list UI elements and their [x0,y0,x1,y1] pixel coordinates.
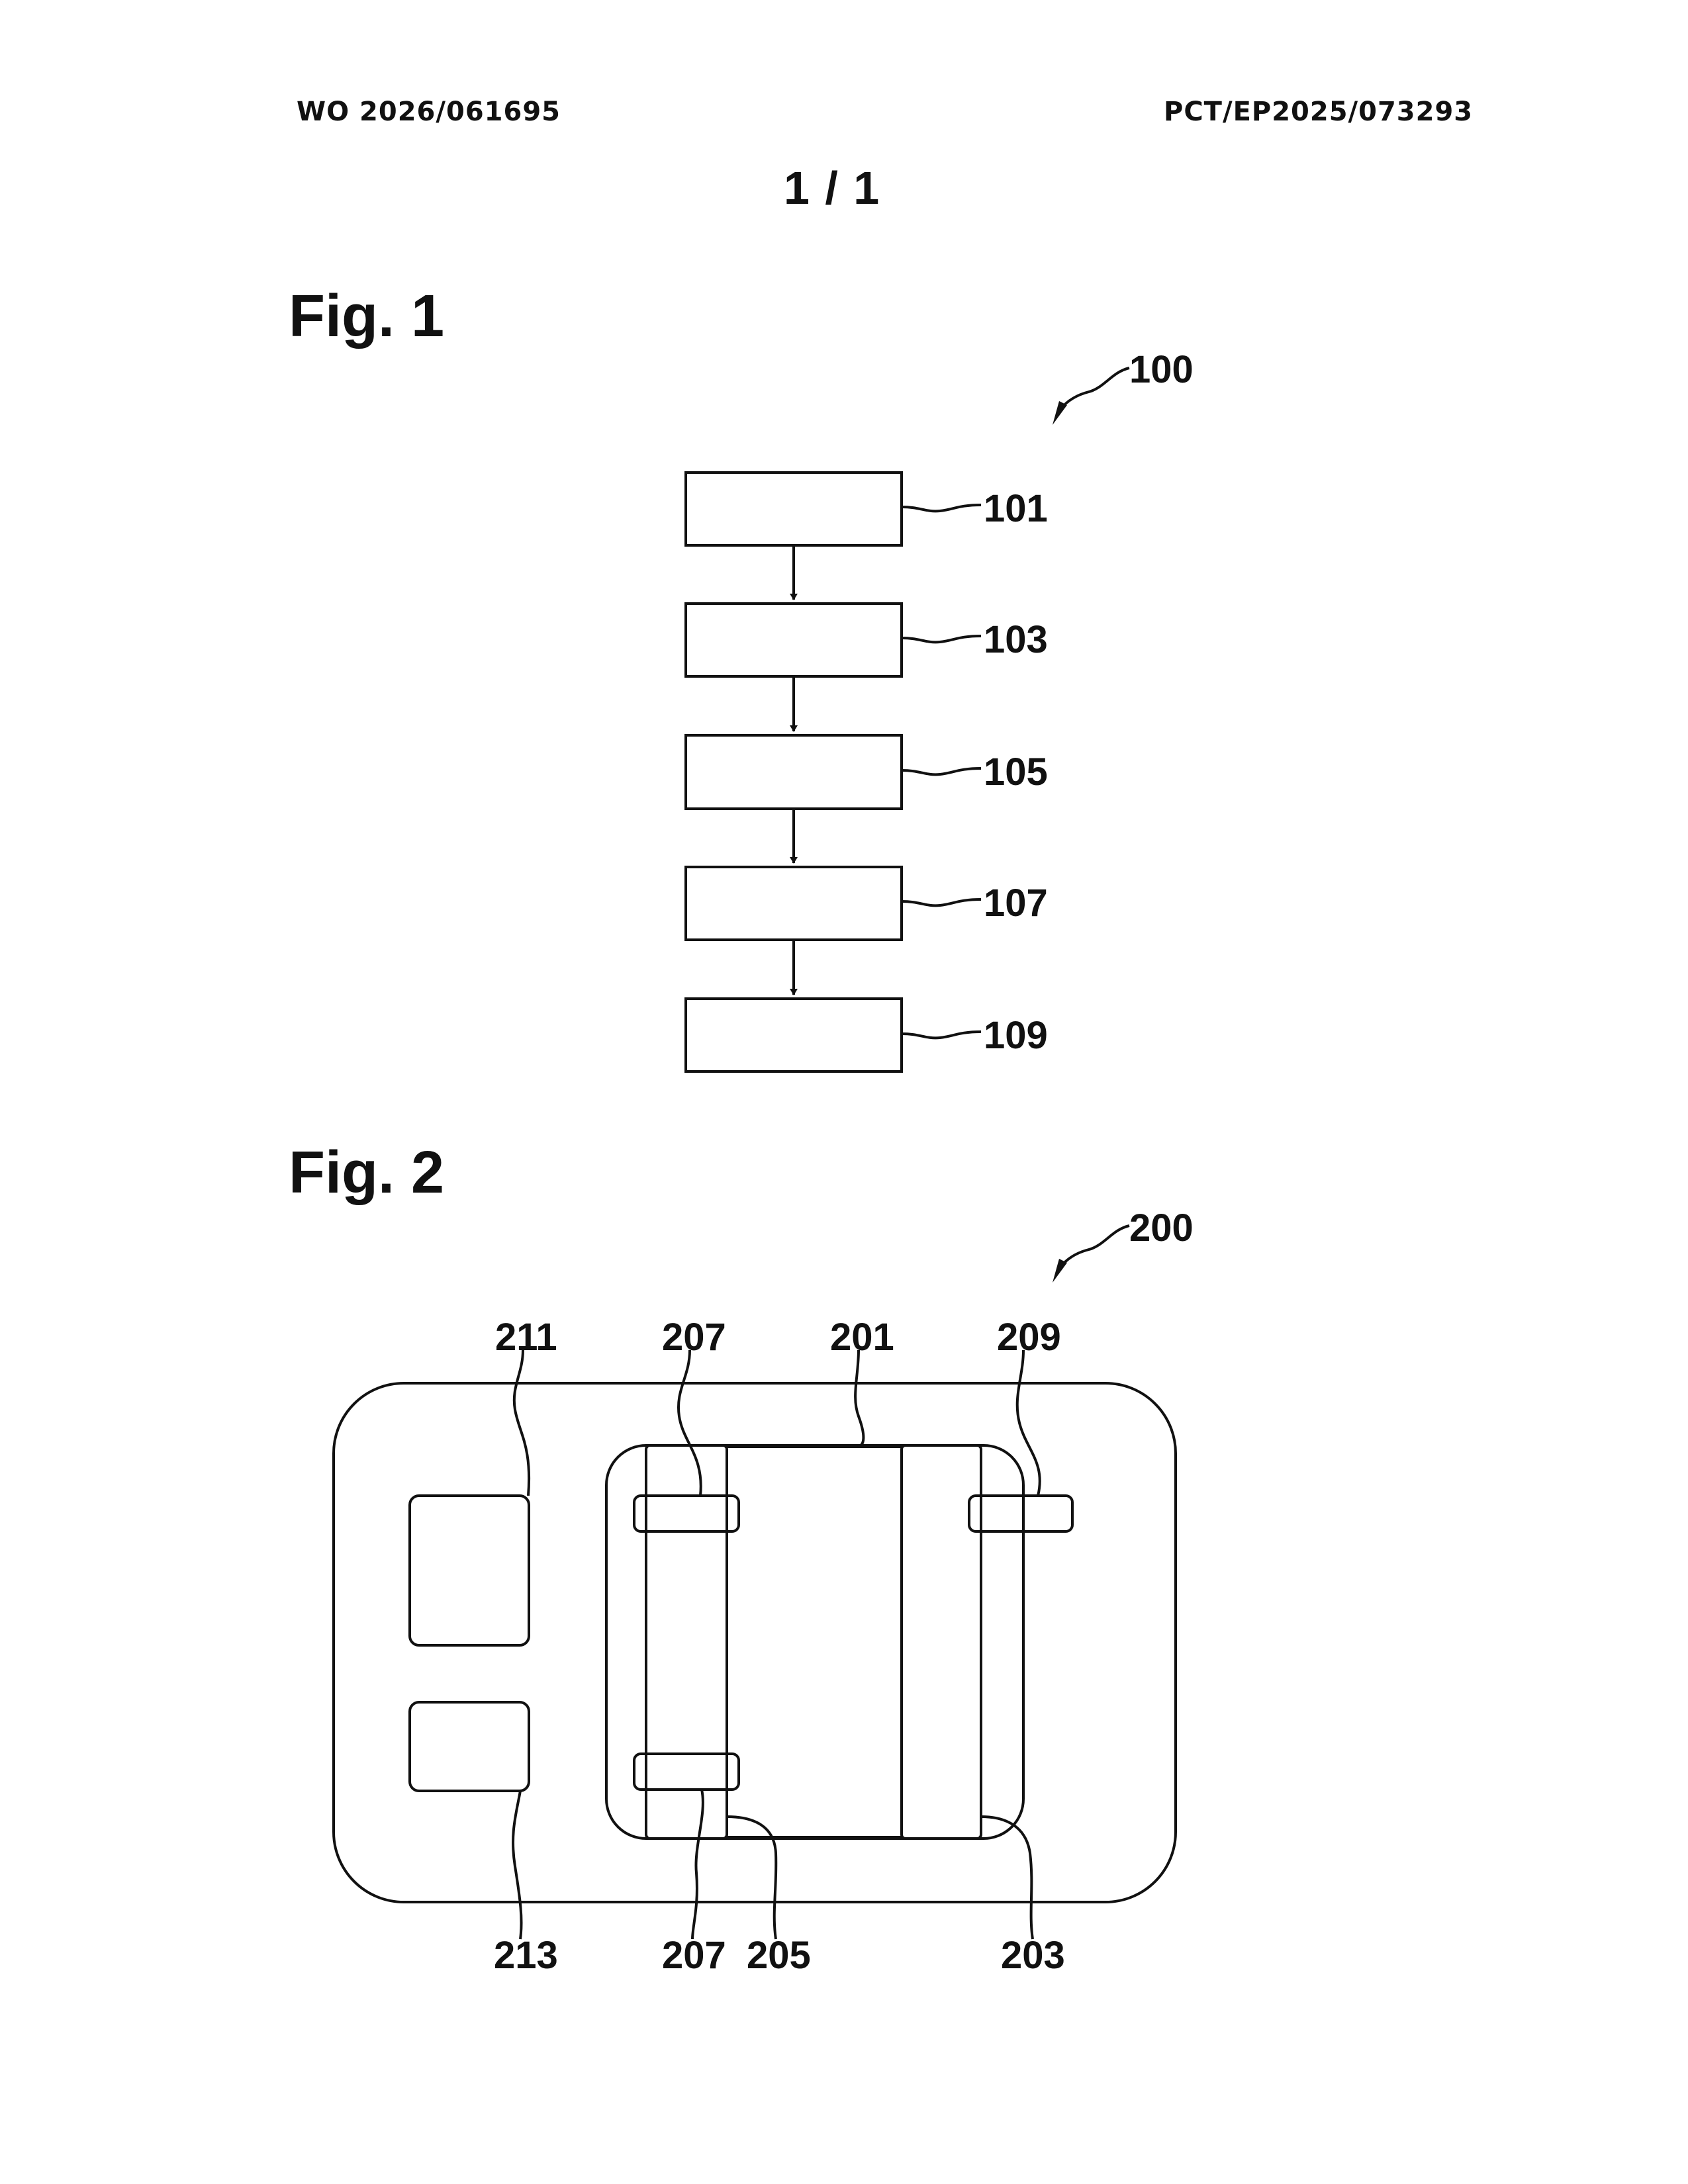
step-box-103 [686,604,902,676]
ref-101: 101 [984,487,1048,530]
component-213 [410,1702,529,1791]
fig2-title: Fig. 2 [289,1140,444,1206]
leader-203 [981,1817,1033,1939]
ref-205: 205 [747,1934,811,1977]
leader-207-bottom [692,1790,703,1939]
leader-205 [727,1817,776,1939]
element-209 [969,1496,1072,1531]
fig2-vehicle-diagram: 211 207 201 209 213 207 205 203 [334,1316,1176,1977]
leader-213 [513,1791,522,1939]
fig1-flowchart: 101 103 105 107 109 [686,473,1048,1071]
step-box-101 [686,473,902,545]
ref-209: 209 [997,1316,1061,1359]
ref-207-bottom: 207 [662,1934,726,1977]
ref-203: 203 [1001,1934,1065,1977]
ref-207-top: 207 [662,1316,726,1359]
step-box-109 [686,999,902,1071]
leader-109 [902,1032,981,1038]
leader-211 [514,1350,529,1496]
step-box-107 [686,867,902,940]
ref-109: 109 [984,1014,1048,1057]
ref-213: 213 [494,1934,558,1977]
leader-107 [902,899,981,905]
ref-200-arrowhead [1053,1259,1067,1283]
ref-103: 103 [984,618,1048,661]
bar-205 [646,1445,727,1839]
ref-100-arrowhead [1053,401,1067,425]
ref-201: 201 [830,1316,894,1359]
leader-103 [902,636,981,642]
element-207-top [634,1496,739,1531]
ref-200-label: 200 [1129,1206,1194,1250]
component-211 [410,1496,529,1645]
leader-101 [902,505,981,511]
ref-211: 211 [495,1316,557,1359]
element-207-bottom [634,1754,739,1790]
assembly-201-outline [606,1445,1023,1839]
leader-201 [855,1350,863,1447]
fig1-title: Fig. 1 [289,283,444,349]
ref-100-leader [1060,368,1129,409]
ref-100-label: 100 [1129,348,1194,391]
fig2-overall-ref: 200 [1053,1206,1194,1283]
ref-105: 105 [984,751,1048,794]
ref-200-leader [1060,1226,1129,1267]
step-box-105 [686,735,902,809]
leader-105 [902,768,981,774]
ref-107: 107 [984,882,1048,925]
leader-207-top [679,1350,701,1496]
vehicle-outline [334,1383,1176,1902]
fig1-overall-ref: 100 [1053,348,1194,425]
